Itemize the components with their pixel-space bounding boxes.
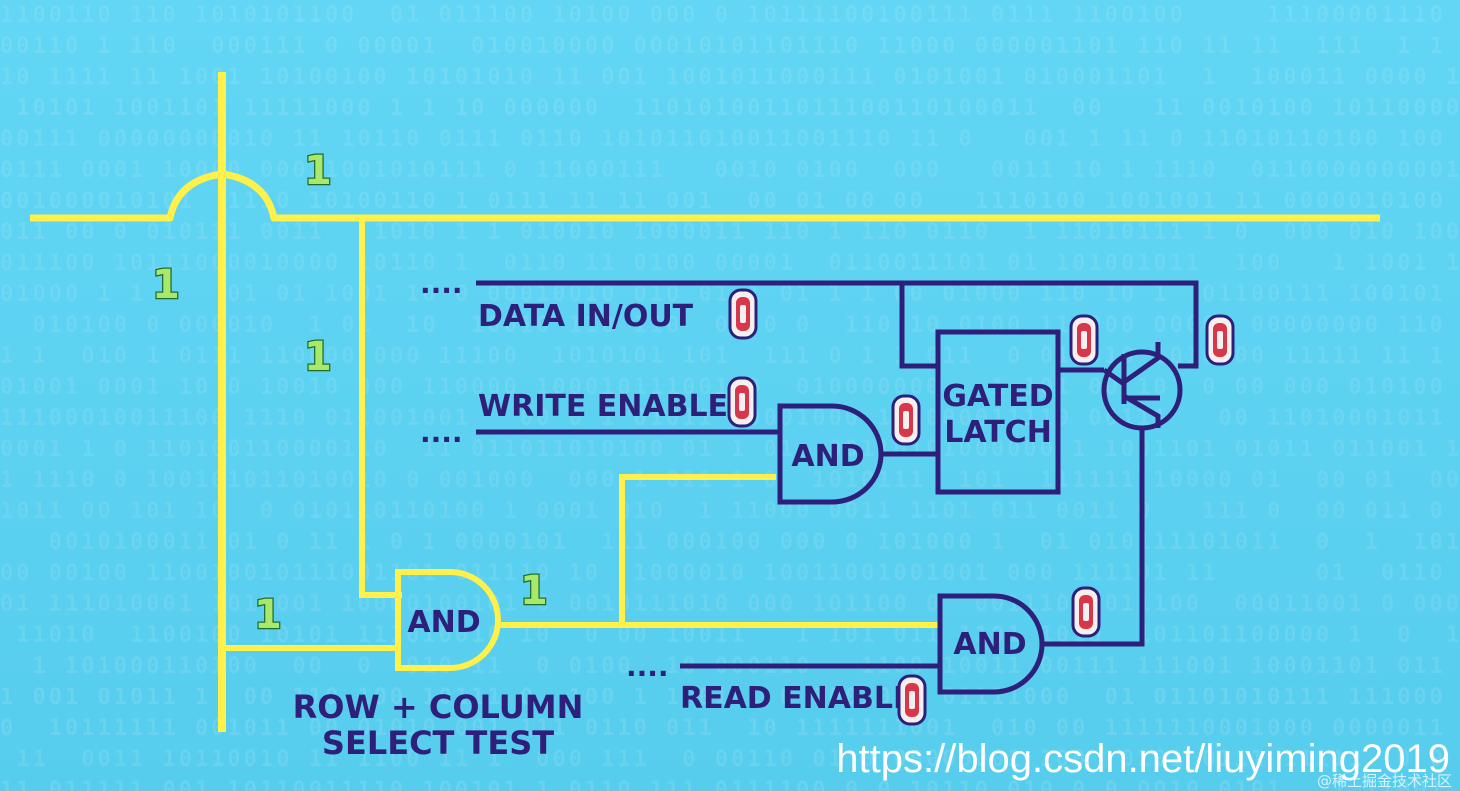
and-gate-select: AND — [395, 569, 501, 671]
write-enable-ellipsis: .... — [420, 416, 463, 449]
data-in-out-wire — [476, 280, 1199, 369]
and-gate-write: AND — [777, 403, 884, 505]
bit-one-row-input: 1 — [254, 592, 282, 638]
gated-latch-label-1: GATED — [942, 379, 1053, 414]
data-in-out-label: DATA IN/OUT — [478, 299, 694, 334]
transistor-to-read-and-wire — [1042, 428, 1145, 647]
gated-latch: GATED LATCH — [935, 329, 1061, 495]
bit-one-column-branch: 1 — [304, 334, 332, 380]
bit-zero-data-in-out — [728, 288, 758, 340]
row-column-select-label-2: SELECT TEST — [322, 724, 554, 762]
select-output-wire — [498, 474, 940, 628]
watermark-url: https://blog.csdn.net/liuyiming2019 — [836, 737, 1450, 781]
watermark-source: @稀土掘金技术社区 — [1317, 772, 1452, 790]
and-gate-write-label: AND — [791, 439, 864, 474]
row-branch-wire — [359, 218, 402, 598]
bit-zero-read-enable — [897, 674, 927, 726]
bit-zero-latch-out — [1069, 314, 1099, 366]
read-enable-ellipsis: .... — [626, 650, 669, 683]
bit-zero-write-enable — [727, 376, 757, 428]
bit-one-select-output: 1 — [520, 568, 548, 614]
bit-zero-read-and-out — [1071, 586, 1101, 638]
bit-one-row-line: 1 — [304, 148, 332, 194]
and-gate-read: AND — [937, 593, 1045, 695]
transistor-symbol — [1101, 342, 1183, 431]
read-enable-label: READ ENABLE — [680, 681, 913, 716]
row-column-select-label-1: ROW + COLUMN — [293, 688, 584, 726]
and-gate-select-label: AND — [407, 605, 480, 640]
data-in-out-ellipsis: .... — [420, 267, 463, 300]
bit-zero-write-and-out — [891, 394, 921, 446]
bit-zero-transistor-out — [1205, 314, 1235, 366]
bit-one-column-line: 1 — [152, 262, 180, 308]
write-enable-label: WRITE ENABLE — [478, 389, 728, 424]
row-select-wire — [30, 170, 1380, 222]
gated-latch-label-2: LATCH — [944, 415, 1052, 450]
and-gate-read-label: AND — [953, 627, 1026, 662]
